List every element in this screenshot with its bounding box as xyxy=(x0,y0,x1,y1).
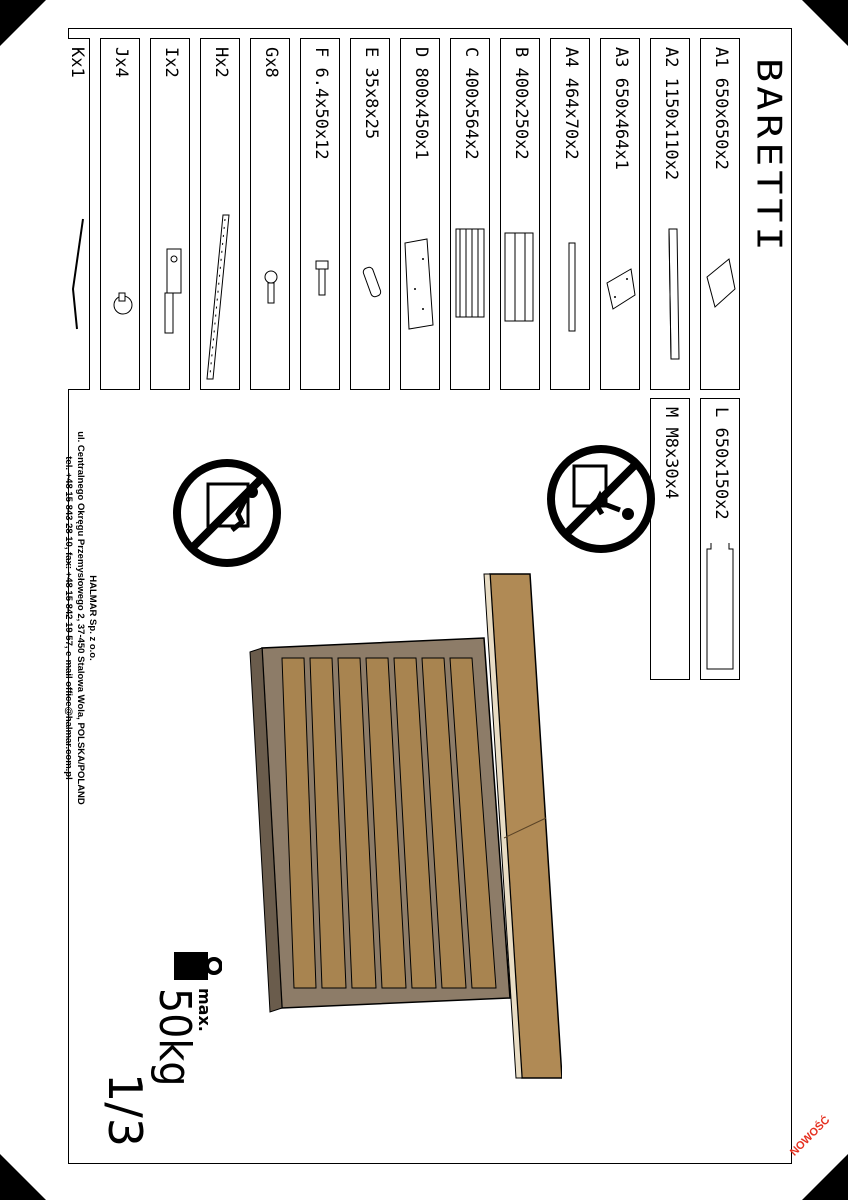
part-l-profile-icon xyxy=(706,543,734,670)
part-row-b: B 400x250x2 xyxy=(500,38,540,390)
part-label: Kx1 xyxy=(67,47,87,78)
weight-icon xyxy=(174,952,222,980)
part-a3-panel-icon xyxy=(606,268,636,310)
product-title: BARETTI xyxy=(748,58,788,255)
no-standing-warning-icon xyxy=(547,445,655,553)
part-label: M M8x30x4 xyxy=(661,407,681,500)
part-row-e: E 35x8x25 xyxy=(350,38,390,390)
part-e-dowel-icon xyxy=(362,266,382,298)
part-label: Hx2 xyxy=(211,47,231,78)
part-row-a4: A4 464x70x2 xyxy=(550,38,590,390)
part-c-slat-panel-icon xyxy=(455,228,485,318)
part-f-screw-icon xyxy=(315,260,329,296)
part-d-panel-icon xyxy=(404,238,434,330)
part-k-key-tool-icon xyxy=(71,218,84,330)
part-a1-panel-icon xyxy=(706,258,736,308)
new-badge: NOWOŚĆ xyxy=(788,1114,833,1159)
part-row-g: Gx8 xyxy=(250,38,290,390)
part-a4-rail-icon xyxy=(568,242,576,332)
part-label: F 6.4x50x12 xyxy=(311,47,331,160)
part-row-d: D 800x450x1 xyxy=(400,38,440,390)
part-h-drawer-slide-icon xyxy=(206,214,230,380)
part-label: A3 650x464x1 xyxy=(611,47,631,170)
corner-mark-bottom-left xyxy=(0,1154,46,1200)
part-g-connector-icon xyxy=(264,270,278,304)
company-name: HALMAR Sp. z o.o. xyxy=(87,575,98,661)
corner-mark-bottom-right xyxy=(802,1154,848,1200)
part-label: D 800x450x1 xyxy=(411,47,431,160)
part-row-j: Jx4 xyxy=(100,38,140,390)
part-row-a3: A3 650x464x1 xyxy=(600,38,640,390)
part-label: Ix2 xyxy=(161,47,181,78)
part-row-h: Hx2 xyxy=(200,38,240,390)
part-row-m: M M8x30x4 xyxy=(650,398,690,680)
part-label: Jx4 xyxy=(111,47,131,78)
part-a2-rail-icon xyxy=(668,228,680,360)
part-label: A2 1150x110x2 xyxy=(661,47,681,181)
page-frame xyxy=(68,28,792,1164)
corner-mark-top-right xyxy=(802,0,848,46)
part-row-a2: A2 1150x110x2 xyxy=(650,38,690,390)
assembled-furniture-illustration xyxy=(249,573,562,1079)
company-info: HALMAR Sp. z o.o. ul. Centralnego Okręgu… xyxy=(62,358,98,878)
part-label: A4 464x70x2 xyxy=(561,47,581,160)
part-row-c: C 400x564x2 xyxy=(450,38,490,390)
part-b-panel-icon xyxy=(504,232,534,322)
instruction-sheet: BARETTI A1 650x650x2 A2 1150x110x2 A3 65… xyxy=(63,28,792,1164)
part-label: B 400x250x2 xyxy=(511,47,531,160)
max-load-value: 50kg xyxy=(149,988,200,1087)
part-label: E 35x8x25 xyxy=(361,47,381,140)
part-i-hinge-icon xyxy=(164,248,182,334)
part-row-a1: A1 650x650x2 xyxy=(700,38,740,390)
corner-mark-top-left xyxy=(0,0,46,46)
company-address: ul. Centralnego Okręgu Przemysłowego 2, … xyxy=(75,431,86,805)
part-label: Gx8 xyxy=(261,47,281,78)
part-label: L 650x150x2 xyxy=(711,407,731,520)
part-row-f: F 6.4x50x12 xyxy=(300,38,340,390)
company-contact: tel. +48 15 843 28 10, fax: +48 15 842 1… xyxy=(63,456,74,780)
part-row-k: Kx1 xyxy=(67,38,90,390)
part-row-l: L 650x150x2 xyxy=(700,398,740,680)
no-climbing-warning-icon xyxy=(173,459,281,567)
part-label: A1 650x650x2 xyxy=(711,47,731,170)
part-j-castor-wheel-icon xyxy=(113,292,133,315)
part-row-i: Ix2 xyxy=(150,38,190,390)
page-number: 1/3 xyxy=(98,1073,152,1148)
part-label: C 400x564x2 xyxy=(461,47,481,160)
